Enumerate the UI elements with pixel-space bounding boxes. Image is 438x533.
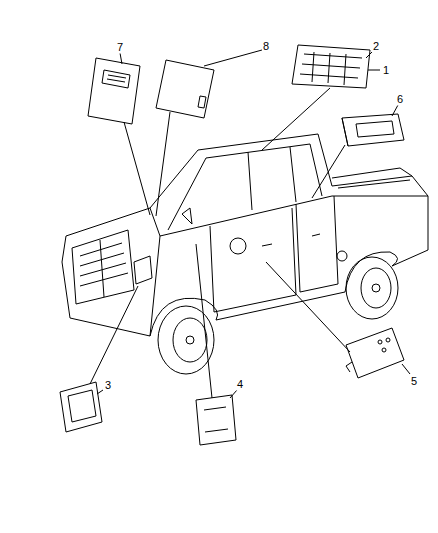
callout-number: 8 — [262, 40, 270, 53]
module-7 — [88, 58, 140, 124]
rear-wheel-arch — [345, 252, 398, 292]
callout-tick — [402, 364, 410, 374]
leader-line — [262, 88, 330, 150]
bed-rail — [332, 168, 412, 188]
leader-line — [196, 244, 212, 398]
doors — [210, 196, 338, 312]
module-8 — [156, 60, 214, 118]
module-6 — [342, 114, 404, 146]
beltline — [160, 196, 428, 236]
callout-tick — [366, 52, 372, 58]
module-4 — [196, 395, 236, 445]
leader-line — [124, 122, 150, 215]
mirror-round — [230, 238, 246, 254]
callout-tick — [120, 53, 122, 64]
rocker — [216, 292, 345, 320]
leader-line — [266, 262, 350, 352]
rear-tire — [346, 257, 398, 319]
callout-tick — [230, 390, 237, 398]
fuel-door — [337, 251, 347, 261]
front-wheel-arch — [150, 298, 218, 336]
callout-number: 2 — [372, 40, 380, 53]
headlight — [134, 256, 152, 284]
front-hub — [186, 336, 194, 344]
module-5 — [346, 328, 404, 378]
callout-number: 5 — [410, 375, 418, 388]
callout-tick — [392, 105, 398, 116]
callout-tick — [97, 390, 103, 394]
module-1-2 — [292, 45, 370, 88]
callout-number: 6 — [396, 93, 404, 106]
callout-number: 4 — [236, 378, 244, 391]
callout-tick — [204, 50, 262, 66]
callout-tick — [368, 70, 380, 71]
rear-hub — [372, 284, 380, 292]
body-outline — [62, 134, 428, 266]
leader-line — [312, 145, 345, 198]
callout-number: 1 — [382, 64, 390, 77]
leader-line — [90, 286, 138, 384]
door-handles — [262, 234, 320, 246]
grille — [72, 230, 134, 304]
mirror — [182, 208, 192, 224]
windows — [168, 144, 322, 230]
module-3 — [60, 382, 102, 432]
leader-line — [156, 112, 170, 216]
callout-number: 3 — [104, 379, 112, 392]
callout-number: 7 — [116, 41, 124, 54]
front-rim — [173, 318, 207, 362]
pillars — [248, 147, 296, 210]
rear-rim — [361, 268, 391, 308]
